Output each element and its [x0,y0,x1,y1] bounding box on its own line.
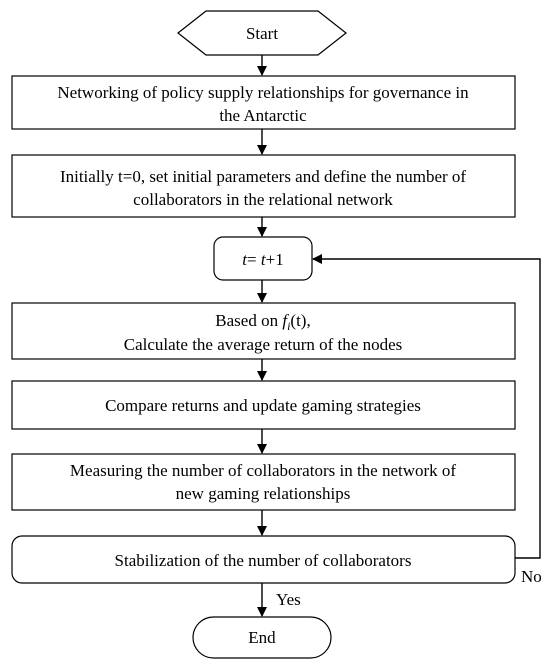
init-label-line1: Initially t=0, set initial parameters an… [60,167,466,186]
step-rest: +1 [266,250,284,269]
edge-no-loop [312,254,541,559]
end-label: End [248,628,276,647]
stable-node: Stabilization of the number of collabora… [11,535,516,584]
calc-sub: i [287,319,290,333]
network-label-line2: the Antarctic [219,106,307,125]
end-node: End [192,616,332,659]
step-var: t [242,250,248,269]
measure-label-line1: Measuring the number of collaborators in… [70,461,457,480]
step-eq: = [247,250,261,269]
start-node: Start [177,10,347,56]
step-label: t= t+1 [242,250,283,269]
calc-label-line1: Based on fi(t), [215,311,310,333]
calc-func: f [282,311,289,330]
network-label-line1: Networking of policy supply relationship… [57,83,469,102]
edge-yes-label: Yes [276,590,301,609]
stable-label: Stabilization of the number of collabora… [115,551,412,570]
calc-suffix: , [306,311,310,330]
calc-label-line2: Calculate the average return of the node… [124,335,402,354]
start-label: Start [246,24,278,43]
measure-node: Measuring the number of collaborators in… [11,453,516,511]
step-node: t= t+1 [213,236,313,281]
measure-label-line2: new gaming relationships [176,484,351,503]
compare-node: Compare returns and update gaming strate… [11,380,516,430]
network-node: Networking of policy supply relationship… [11,75,516,130]
step-var2: t [261,250,267,269]
compare-label: Compare returns and update gaming strate… [105,396,421,415]
init-node: Initially t=0, set initial parameters an… [11,154,516,218]
calc-arg: (t) [290,311,306,330]
edge-no-label: No [521,567,542,586]
calc-prefix: Based on [215,311,282,330]
calc-node: Based on fi(t), Calculate the average re… [11,302,516,360]
init-label-line2: collaborators in the relational network [133,190,393,209]
